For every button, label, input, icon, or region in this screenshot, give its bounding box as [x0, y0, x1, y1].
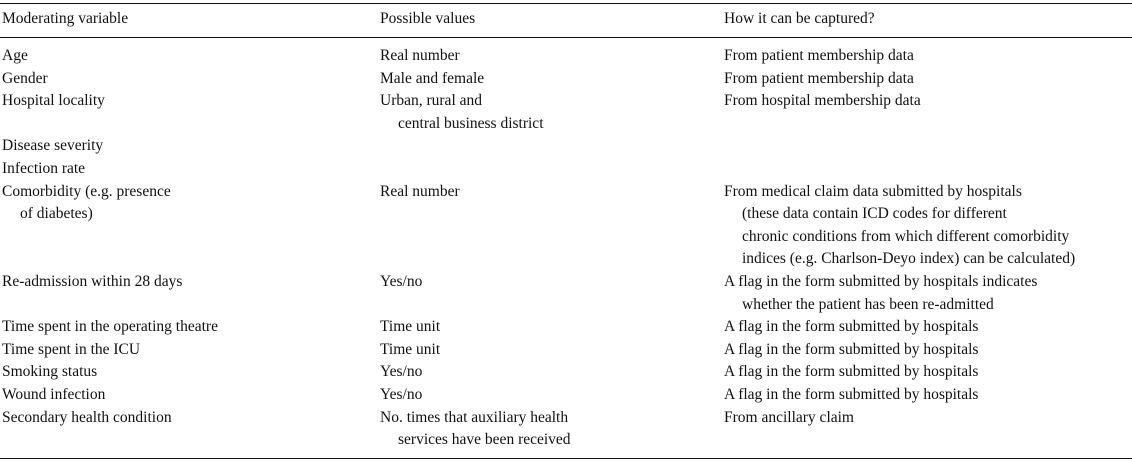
cell-moderating-variable: Time spent in the operating theatre [2, 316, 218, 339]
cell-text-line: Smoking status [2, 363, 98, 381]
table-row: Smoking status Yes/no A flag in the form s… [0, 361, 1132, 384]
table-row: Gender Male and female From patient member… [0, 68, 1132, 91]
table-row: Time spent in the operating theatre Time … [0, 316, 1132, 339]
table-row: Wound infection Yes/no A flag in the form … [0, 384, 1132, 407]
cell-moderating-variable: Smoking status [2, 361, 97, 384]
cell-moderating-variable: Comorbidity (e.g. presence of diabetes) [2, 181, 171, 226]
cell-how-captured: A flag in the form submitted by hospital… [724, 316, 978, 339]
cell-text-line: Yes/no [380, 272, 423, 290]
cell-text-line: From ancillary claim [724, 408, 854, 426]
cell-text-line: Time unit [380, 318, 441, 336]
cell-how-captured: A flag in the form submitted by hospital… [724, 271, 1037, 316]
cell-text-line: Time unit [380, 340, 441, 358]
cell-moderating-variable: Age [2, 45, 28, 68]
cell-text-line: Re-admission within 28 days [2, 272, 183, 290]
cell-text-line: (these data contain ICD codes for differ… [742, 205, 1007, 223]
table-row: Infection rate [0, 158, 1132, 181]
cell-text-line: Gender [2, 69, 48, 87]
cell-text-line: Real number [380, 182, 460, 200]
cell-moderating-variable: Re-admission within 28 days [2, 271, 182, 294]
cell-moderating-variable: Disease severity [2, 135, 103, 158]
cell-text-line: A flag in the form submitted by hospital… [724, 318, 979, 336]
cell-possible-values: Urban, rural and central business distric… [380, 90, 544, 135]
cell-possible-values: Real number [380, 181, 460, 204]
cell-possible-values: Time unit [380, 339, 440, 362]
cell-text-line: Infection rate [2, 159, 86, 177]
cell-text-line: From hospital membership data [724, 92, 921, 110]
cell-how-captured: From patient membership data [724, 45, 914, 68]
cell-text-line: Age [2, 47, 28, 64]
table-header-row: Moderating variable Possible values How … [0, 8, 1132, 32]
cell-text-line: From patient membership data [724, 47, 914, 64]
cell-text-line: whether the patient has been re-admitted [742, 295, 994, 313]
cell-moderating-variable: Secondary health condition [2, 407, 172, 430]
table-row: Time spent in the ICU Time unit A flag in … [0, 339, 1132, 362]
header-how-captured: How it can be captured? [724, 10, 875, 27]
cell-text-line: A flag in the form submitted by hospital… [724, 385, 979, 403]
table-header-rule [0, 37, 1132, 38]
cell-text-line: Male and female [380, 69, 485, 87]
cell-how-captured: From ancillary claim [724, 407, 854, 430]
cell-how-captured: From hospital membership data [724, 90, 921, 113]
cell-moderating-variable: Wound infection [2, 384, 105, 407]
table-row: Secondary health condition No. times that… [0, 407, 1132, 452]
table-row: Age Real number From patient membership da… [0, 45, 1132, 68]
table-row: Disease severity [0, 135, 1132, 158]
cell-text-line: From patient membership data [724, 69, 914, 87]
cell-text-line: A flag in the form submitted by hospital… [724, 363, 979, 381]
cell-moderating-variable: Time spent in the ICU [2, 339, 140, 362]
cell-text-line: No. times that auxiliary health [380, 408, 569, 426]
cell-possible-values: Time unit [380, 316, 440, 339]
cell-text-line: A flag in the form submitted by hospital… [724, 272, 1038, 290]
cell-possible-values: No. times that auxiliary health services … [380, 407, 571, 452]
cell-text-line: chronic conditions from which different … [742, 227, 1070, 245]
cell-text-line: A flag in the form submitted by hospital… [724, 340, 979, 358]
cell-how-captured: A flag in the form submitted by hospital… [724, 339, 978, 362]
cell-text-line: From medical claim data submitted by hos… [724, 182, 1022, 200]
cell-possible-values: Yes/no [380, 271, 422, 294]
cell-how-captured: A flag in the form submitted by hospital… [724, 361, 978, 384]
cell-text-line: indices (e.g. Charlson-Deyo index) can b… [742, 250, 1076, 268]
cell-possible-values: Male and female [380, 68, 484, 91]
cell-text-line: Real number [380, 47, 460, 64]
cell-text-line: Urban, rural and [380, 92, 482, 110]
cell-possible-values: Real number [380, 45, 460, 68]
table-row: Re-admission within 28 days Yes/no A flag … [0, 271, 1132, 316]
cell-text-line: Disease severity [2, 137, 104, 155]
cell-possible-values: Yes/no [380, 384, 422, 407]
cell-text-line: Time spent in the ICU [2, 340, 141, 358]
table-top-rule [0, 3, 1132, 4]
cell-text-line: Comorbidity (e.g. presence [2, 182, 171, 200]
cell-how-captured: From patient membership data [724, 68, 914, 91]
cell-text-line: services have been received [398, 431, 571, 449]
table-row: Hospital locality Urban, rural and central… [0, 90, 1132, 135]
cell-text-line: Secondary health condition [2, 408, 172, 426]
cell-moderating-variable: Infection rate [2, 158, 85, 181]
cell-moderating-variable: Gender [2, 68, 48, 91]
cell-text-line: Yes/no [380, 363, 423, 381]
cell-text-line: Yes/no [380, 385, 423, 403]
cell-how-captured: A flag in the form submitted by hospital… [724, 384, 978, 407]
cell-how-captured: From medical claim data submitted by hos… [724, 181, 1075, 271]
cell-text-line: central business district [398, 114, 544, 132]
cell-text-line: of diabetes) [20, 205, 93, 223]
cell-possible-values: Yes/no [380, 361, 422, 384]
header-moderating-variable: Moderating variable [2, 10, 129, 27]
header-possible-values: Possible values [380, 10, 476, 27]
cell-text-line: Time spent in the operating theatre [2, 318, 218, 336]
cell-text-line: Hospital locality [2, 92, 105, 110]
table-bottom-rule [0, 458, 1132, 459]
cell-text-line: Wound infection [2, 385, 106, 403]
table-row: Comorbidity (e.g. presence of diabetes) Re… [0, 181, 1132, 271]
cell-moderating-variable: Hospital locality [2, 90, 105, 113]
